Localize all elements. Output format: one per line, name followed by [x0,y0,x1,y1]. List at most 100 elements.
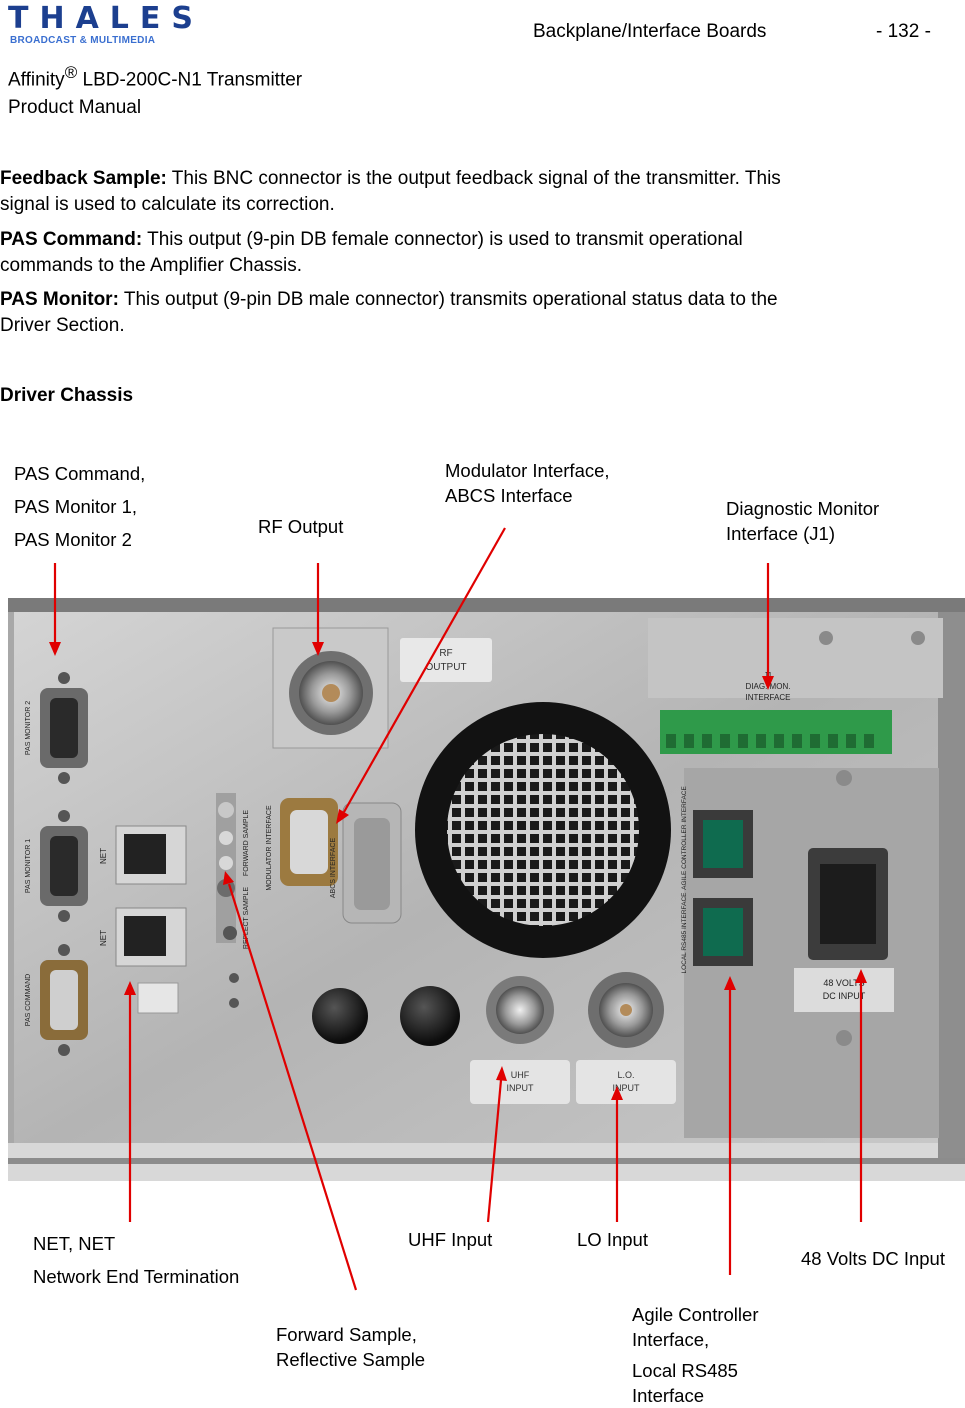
abcs-interface-connector [342,802,402,924]
panel-screw [819,631,833,645]
blank-plug [312,988,368,1044]
pas-command-connector [40,944,88,1056]
callout-line: PAS Monitor 1, [14,496,138,517]
pas-mon1-silkscreen: PAS MONITOR 1 [25,839,32,893]
panel-screw [836,1030,852,1046]
callout-line: PAS Monitor 2 [14,529,132,550]
net1-silkscreen: NET [99,848,108,864]
callout-line: Reflective Sample [276,1349,426,1370]
term-feedback: Feedback Sample: [0,168,167,189]
paragraph-feedback-sample: Feedback Sample: This BNC connector is t… [0,166,960,218]
callout-line: ABCS Interface [445,485,573,506]
callout-forward-sample: Forward Sample, Reflective Sample [276,1322,425,1372]
agile-silkscreen: AGILE CONTROLLER INTERFACE [681,786,688,890]
sample-post [219,831,233,845]
lo-input-connector [588,972,664,1048]
thales-logo: THALES BROADCAST & MULTIMEDIA [8,1,238,47]
callout-agile-controller: Agile Controller Interface, Local RS485 … [632,1302,758,1408]
pas-monitor-2-connector [40,672,88,784]
terminal-screws [666,734,874,748]
arrowhead [611,1086,623,1100]
pas-cmd-silkscreen: PAS COMMAND [25,974,32,1026]
panel-screw [836,770,852,786]
manual-title: Product Manual [8,97,142,118]
right-edge [938,612,965,1158]
callout-line: Network End Termination [33,1266,240,1287]
diag-board [648,618,943,698]
arrowhead [49,642,61,656]
arrowhead [496,1066,507,1081]
para-line: This BNC connector is the output feedbac… [166,168,781,189]
callout-diagnostic: Diagnostic Monitor Interface (J1) [726,496,879,546]
modulator-silkscreen: MODULATOR INTERFACE [266,805,273,891]
callout-rf-output: RF Output [258,516,344,537]
product-name: Affinity® LBD-200C-N1 Transmitter [8,62,302,91]
page-number: - 132 - [876,21,931,42]
callout-lo-input: LO Input [577,1229,648,1250]
reflect-silkscreen: REFLECT SAMPLE [243,887,250,949]
callout-line: Diagnostic Monitor [726,498,880,519]
lo-tag-line1: L.O. [617,1070,634,1080]
arrowhead [312,642,324,656]
net-jack-1 [115,825,187,885]
rs485-silkscreen: LOCAL RS485 INTERFACE [681,892,688,974]
section-title: Backplane/Interface Boards [533,21,767,42]
rf-tag-line2: OUTPUT [425,662,466,673]
callout-line: Local RS485 [632,1360,738,1381]
callout-line: NET, NET [33,1233,116,1254]
callout-net: NET, NET Network End Termination [33,1227,239,1293]
arrowhead [762,676,774,690]
callout-pas: PAS Command, PAS Monitor 1, PAS Monitor … [14,457,145,556]
uhf-tag-line2: INPUT [507,1083,535,1093]
rf-tag-line1: RF [439,648,452,659]
callout-line: Interface [632,1385,704,1406]
callout-line: Interface (J1) [726,523,835,544]
logo-wordmark: THALES [8,1,205,36]
pas-mon2-silkscreen: PAS MONITOR 2 [25,701,32,755]
arrow-uhf [486,1079,503,1223]
callout-line: Interface, [632,1329,710,1350]
callout-modulator: Modulator Interface, ABCS Interface [445,458,610,508]
sample-post [229,973,239,983]
arrowhead [724,976,736,990]
rf-bnc-pin [322,684,340,702]
chassis-illustration: RF OUTPUT PAS MONITOR 2 PAS MONITOR 1 PA… [8,598,965,1181]
arrowhead [124,981,136,995]
uhf-tag [470,1060,570,1104]
paragraph-pas-monitor: PAS Monitor: This output (9-pin DB male … [0,287,960,339]
panel-screw [911,631,925,645]
callout-line: PAS Command, [14,463,146,484]
agile-controller-jack [693,810,753,878]
bottom-rail-shadow [8,1158,965,1164]
para-line: signal is used to calculate its correcti… [0,194,335,215]
section-heading: Driver Chassis [0,385,134,406]
para-line: This output (9-pin DB female connector) … [142,229,743,250]
callout-uhf-input: UHF Input [408,1229,493,1250]
callout-line: Forward Sample, [276,1324,417,1345]
term-pas-command: PAS Command: [0,229,143,250]
product-suffix: LBD-200C-N1 Transmitter [77,69,303,91]
uhf-input-connector [486,976,554,1044]
arrowhead [336,809,349,824]
sample-post [219,856,233,870]
arrow-forward [227,883,358,1291]
arrow-modulator [343,527,506,813]
product-prefix: Affinity [8,69,65,91]
net-jack-2 [115,907,187,967]
para-line: This output (9-pin DB male connector) tr… [118,289,778,310]
callout-line: Modulator Interface, [445,460,610,481]
term-pas-monitor: PAS Monitor: [0,289,119,310]
dip-switch [137,982,179,1014]
dc-input-connector [808,848,888,960]
arrowhead [223,871,234,885]
forward-silkscreen: FORWARD SAMPLE [243,810,250,876]
dc-tag-line2: DC INPUT [823,991,866,1001]
lo-tag-line2: INPUT [613,1083,641,1093]
forward-sample-connector [217,879,235,897]
logo-subtitle: BROADCAST & MULTIMEDIA [10,35,156,46]
net2-silkscreen: NET [99,930,108,946]
top-edge [8,598,965,612]
diag-silkscreen-3: INTERFACE [746,693,791,702]
abcs-silkscreen: ABCS INTERFACE [330,838,337,899]
